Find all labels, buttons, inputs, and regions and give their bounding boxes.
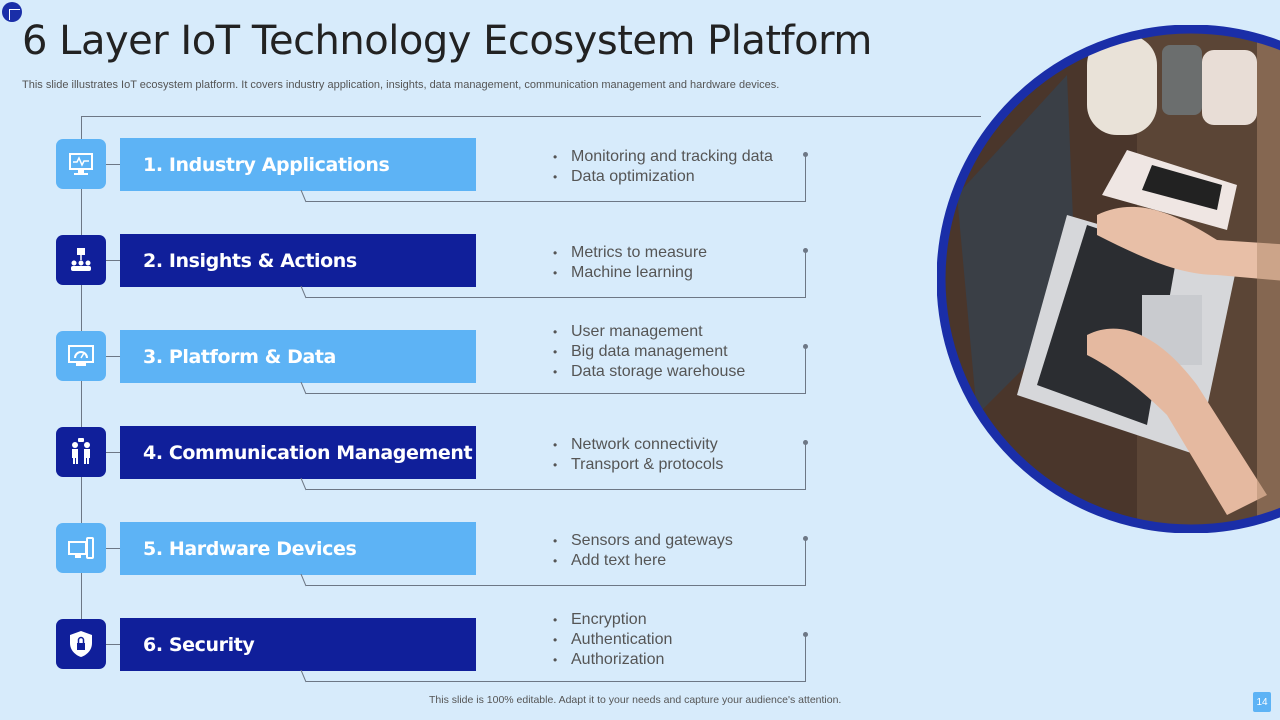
page-subtitle: This slide illustrates IoT ecosystem pla… (22, 79, 780, 91)
bullet-item: Machine learning (553, 263, 707, 283)
bracket-vertical (805, 250, 806, 298)
bullet-item: Data optimization (553, 167, 773, 187)
monitor-chart-icon (56, 139, 106, 189)
laptop-photo (937, 25, 1280, 533)
bracket-horizontal (306, 201, 806, 202)
bracket-diagonal (300, 382, 307, 395)
bracket-diagonal (300, 670, 307, 683)
layer-bullets-5: Sensors and gatewaysAdd text here (553, 531, 733, 571)
bullet-item: Authentication (553, 630, 672, 650)
layer-bullets-3: User managementBig data managementData s… (553, 322, 745, 382)
bullet-item: Metrics to measure (553, 243, 707, 263)
layer-label-3: 3. Platform & Data (120, 330, 476, 383)
layer-bullets-6: EncryptionAuthenticationAuthorization (553, 610, 672, 670)
hierarchy-people-icon (56, 235, 106, 285)
bullet-item: User management (553, 322, 745, 342)
bracket-horizontal (306, 585, 806, 586)
dashboard-monitor-icon (56, 331, 106, 381)
bracket-vertical (805, 154, 806, 202)
layer-bullets-2: Metrics to measureMachine learning (553, 243, 707, 283)
footer-note: This slide is 100% editable. Adapt it to… (429, 694, 842, 706)
bracket-horizontal (306, 489, 806, 490)
bullet-item: Add text here (553, 551, 733, 571)
people-talking-icon (56, 427, 106, 477)
bullet-item: Transport & protocols (553, 455, 723, 475)
bullet-item: Network connectivity (553, 435, 723, 455)
layer-bullets-4: Network connectivityTransport & protocol… (553, 435, 723, 475)
logo-mark (2, 2, 22, 22)
bullet-item: Monitoring and tracking data (553, 147, 773, 167)
bracket-diagonal (300, 478, 307, 491)
bracket-diagonal (300, 190, 307, 203)
bracket-diagonal (300, 286, 307, 299)
bracket-vertical (805, 442, 806, 490)
timeline-line (81, 116, 82, 646)
bracket-vertical (805, 538, 806, 586)
layer-label-6: 6. Security (120, 618, 476, 671)
layer-label-5: 5. Hardware Devices (120, 522, 476, 575)
bracket-horizontal (306, 297, 806, 298)
shield-lock-icon (56, 619, 106, 669)
layer-label-2: 2. Insights & Actions (120, 234, 476, 287)
bullet-item: Sensors and gateways (553, 531, 733, 551)
bullet-item: Big data management (553, 342, 745, 362)
page-number: 14 (1253, 692, 1271, 712)
bullet-item: Authorization (553, 650, 672, 670)
layer-label-4: 4. Communication Management (120, 426, 476, 479)
computer-devices-icon (56, 523, 106, 573)
bracket-horizontal (306, 681, 806, 682)
bracket-horizontal (306, 393, 806, 394)
bracket-vertical (805, 634, 806, 682)
layer-bullets-1: Monitoring and tracking dataData optimiz… (553, 147, 773, 187)
bracket-diagonal (300, 574, 307, 587)
top-connector (81, 116, 981, 117)
bullet-item: Encryption (553, 610, 672, 630)
bullet-item: Data storage warehouse (553, 362, 745, 382)
page-title: 6 Layer IoT Technology Ecosystem Platfor… (22, 18, 872, 64)
bracket-vertical (805, 346, 806, 394)
layer-label-1: 1. Industry Applications (120, 138, 476, 191)
